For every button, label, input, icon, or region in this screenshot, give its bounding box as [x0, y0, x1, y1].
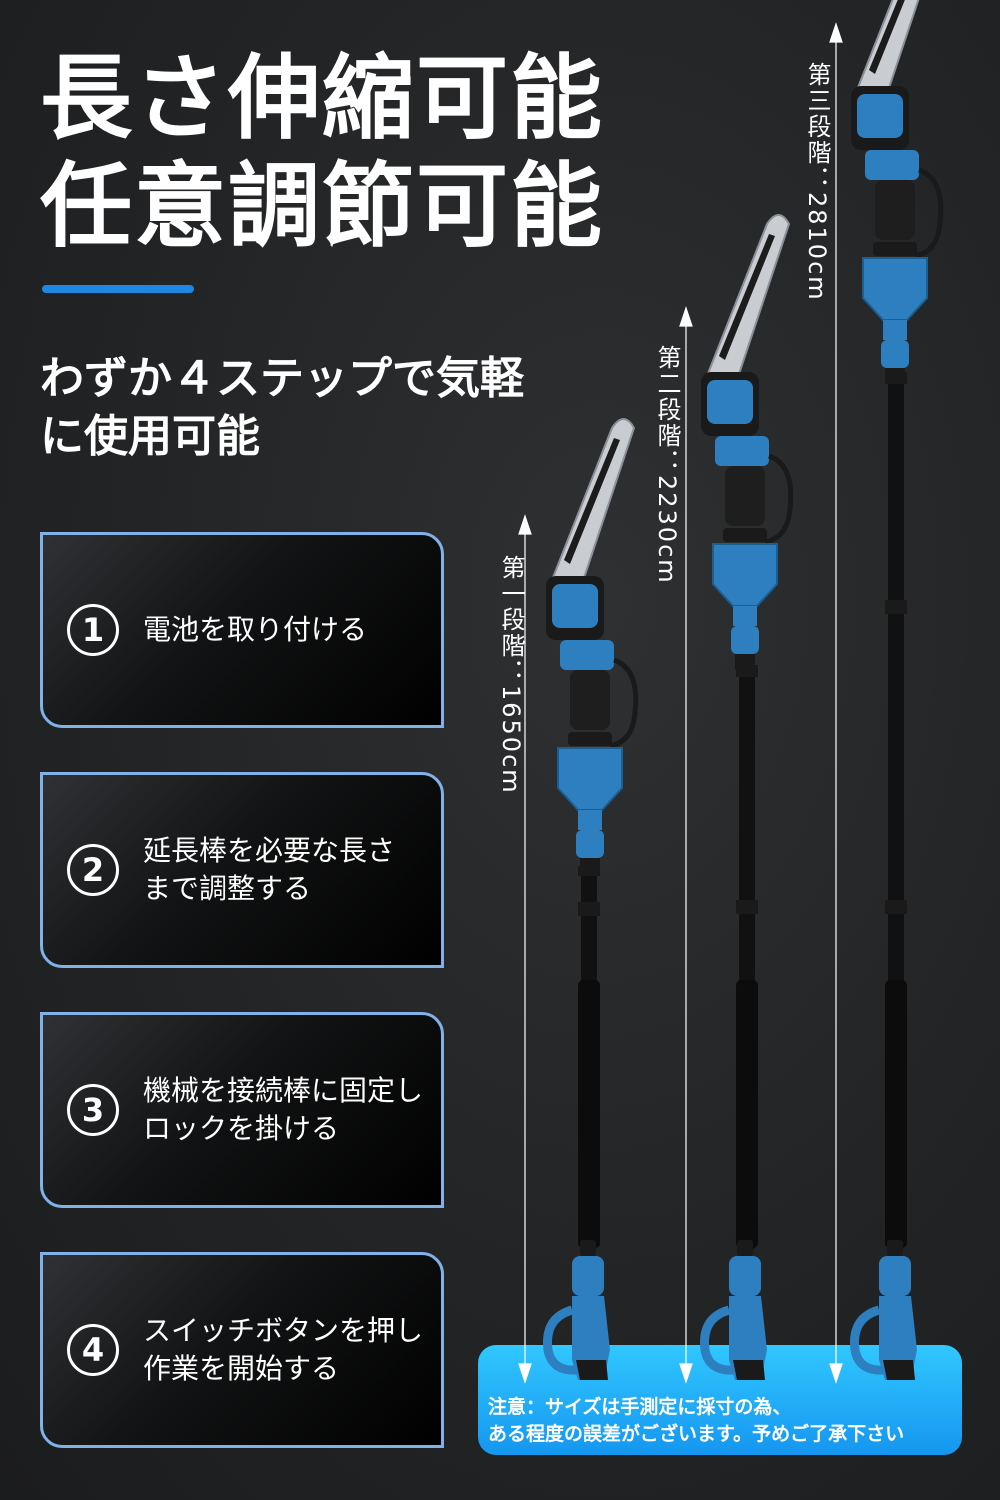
step-card-3: 3 機械を接続棒に固定し ロックを掛ける — [40, 1012, 444, 1208]
dimension-arrow-2 — [679, 306, 693, 1384]
dimension-arrow-1 — [518, 514, 532, 1384]
step-number-2: 2 — [67, 844, 119, 896]
chainsaw-stage-2 — [701, 215, 791, 1380]
step-number-4: 4 — [67, 1324, 119, 1376]
step-card-2: 2 延長棒を必要な長さ まで調整する — [40, 772, 444, 968]
dimension-label-2: 第二段階：2230cm — [653, 345, 681, 585]
step-number-3: 3 — [67, 1084, 119, 1136]
step-2-line-2: まで調整する — [143, 872, 312, 905]
step-text-4: スイッチボタンを押し 作業を開始する — [143, 1312, 433, 1388]
subtitle-line-1: わずか４ステップで気軽 — [40, 353, 524, 404]
step-4-line-2: 作業を開始する — [143, 1352, 340, 1385]
title-line-1: 長さ伸縮可能 — [40, 45, 605, 152]
subtitle: わずか４ステップで気軽 に使用可能 — [40, 350, 524, 466]
note-line-1: 注意：サイズは手測定に採寸の為、 — [488, 1396, 792, 1418]
title-line-2: 任意調節可能 — [40, 153, 605, 260]
step-text-2: 延長棒を必要な長さ まで調整する — [143, 832, 433, 908]
title-accent-bar — [42, 285, 194, 293]
chainsaw-stage-3 — [851, 0, 941, 1380]
page-title: 長さ伸縮可能 任意調節可能 — [40, 45, 604, 261]
step-text-3: 機械を接続棒に固定し ロックを掛ける — [143, 1072, 433, 1148]
chainsaw-stage-1 — [546, 419, 636, 1380]
step-3-line-1: 機械を接続棒に固定し — [143, 1074, 424, 1107]
dimension-label-3: 第三段階：2810cm — [803, 62, 831, 302]
step-3-line-2: ロックを掛ける — [143, 1112, 340, 1145]
dimension-arrow-3 — [829, 22, 843, 1384]
step-text-1: 電池を取り付ける — [143, 611, 433, 649]
step-card-4: 4 スイッチボタンを押し 作業を開始する — [40, 1252, 444, 1448]
step-2-line-1: 延長棒を必要な長さ — [143, 834, 396, 867]
note-text: 注意：サイズは手測定に採寸の為、 ある程度の誤差がございます。予めご了承下さい — [488, 1394, 904, 1448]
dimension-label-1: 第一段階：1650cm — [497, 555, 525, 795]
step-1-line-1: 電池を取り付ける — [143, 613, 368, 646]
note-line-2: ある程度の誤差がございます。予めご了承下さい — [488, 1423, 905, 1445]
step-4-line-1: スイッチボタンを押し — [143, 1314, 424, 1347]
step-number-1: 1 — [67, 604, 119, 656]
subtitle-line-2: に使用可能 — [40, 411, 260, 462]
step-card-1: 1 電池を取り付ける — [40, 532, 444, 728]
